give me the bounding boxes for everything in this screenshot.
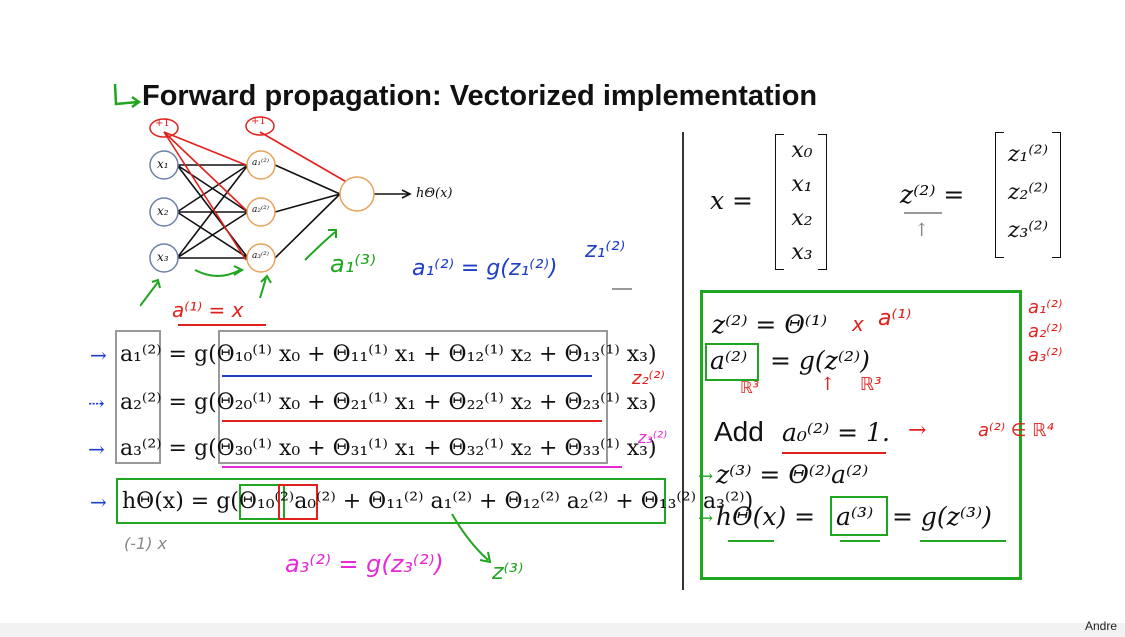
z-vector-left-bracket <box>995 132 1004 258</box>
hidden-node-a1-label: a₁⁽²⁾ <box>252 158 270 168</box>
z-vector-entry: z₃⁽²⁾ <box>1007 218 1049 243</box>
input-node-x2-label: x₂ <box>157 204 169 218</box>
equation-row-a2: ⇢ <box>88 391 105 415</box>
step-h-g: = g(z⁽³⁾) <box>892 502 992 531</box>
annotation-a-list-item: a₂⁽²⁾ <box>1028 321 1063 342</box>
output-label: hΘ(x) <box>416 186 453 201</box>
neural-network-diagram <box>140 116 412 307</box>
annotation-r3-b: ℝ³ <box>860 374 882 395</box>
arrow-icon: → <box>88 437 105 461</box>
annotation-a2-1-equals-g: a₁⁽²⁾ = g(z₁⁽²⁾) <box>412 256 558 281</box>
annotation-z3: z⁽³⁾ <box>492 560 524 585</box>
z-vector-right-bracket <box>1052 132 1061 258</box>
annotation-x-strike: x <box>852 312 864 336</box>
x-vector-entry: x₂ <box>791 206 813 231</box>
linear-combination-box <box>218 330 608 464</box>
activation-box <box>115 330 161 464</box>
annotation-a2-3-equals-g: a₃⁽²⁾ = g(z₃⁽²⁾) <box>285 550 444 578</box>
annotation-a1-red: a⁽¹⁾ <box>878 306 912 331</box>
arrow-icon: → <box>90 490 107 514</box>
equation-a1: a₁⁽²⁾ = g(Θ₁₀⁽¹⁾ x₀ + Θ₁₁⁽¹⁾ x₁ + Θ₁₂⁽¹⁾… <box>120 342 657 367</box>
step-z3: z⁽³⁾ = Θ⁽²⁾a⁽²⁾ <box>716 460 869 489</box>
arrow-icon: ⇢ <box>88 391 105 415</box>
equation-row-a3: → <box>88 437 105 461</box>
step-h: hΘ(x) = <box>716 502 816 531</box>
page-title: Forward propagation: Vectorized implemen… <box>142 80 818 112</box>
annotation-a3-1: a₁⁽³⁾ <box>330 250 376 278</box>
equation-a2: a₂⁽²⁾ = g(Θ₂₀⁽¹⁾ x₀ + Θ₂₁⁽¹⁾ x₁ + Θ₂₂⁽¹⁾… <box>120 390 657 415</box>
a0-underline <box>782 452 886 454</box>
x-vector-right-bracket <box>818 134 827 270</box>
x-vector-entry: x₃ <box>791 240 813 265</box>
up-arrow-icon: ↑ <box>914 220 930 241</box>
right-arrow-icon: → <box>908 418 927 443</box>
annotation-z2-3: z₃⁽²⁾ <box>638 428 668 447</box>
hidden-node-a2-label: a₂⁽²⁾ <box>252 205 270 215</box>
a3-underline <box>840 540 880 542</box>
input-node-x1-label: x₁ <box>157 157 169 171</box>
g-underline <box>920 540 1006 542</box>
z-vector-entry: z₂⁽²⁾ <box>1007 180 1049 205</box>
output-equation-box <box>116 478 666 524</box>
up-arrow-icon: ↑ <box>820 374 836 395</box>
step-a0-eq: a₀⁽²⁾ = 1. <box>782 418 890 447</box>
z-vector-entry: z₁⁽²⁾ <box>1007 142 1049 167</box>
annotation-gray-dash <box>612 288 632 290</box>
equation-row-a1: → <box>90 343 107 367</box>
green-check-arrow-icon <box>113 83 142 109</box>
annotation-r3-a: ℝ³ <box>740 378 760 397</box>
author-tag: Andre <box>1084 619 1117 633</box>
bias-node-2-label: +1 <box>251 116 266 127</box>
annotation-a-list-item: a₁⁽²⁾ <box>1028 297 1063 318</box>
x-vector-left-bracket <box>775 134 784 270</box>
annotation-a-list: a₁⁽²⁾ a₂⁽²⁾ a₃⁽²⁾ <box>1028 296 1062 368</box>
equation-a3: a₃⁽²⁾ = g(Θ₃₀⁽¹⁾ x₀ + Θ₃₁⁽¹⁾ x₁ + Θ₃₂⁽¹⁾… <box>120 436 657 461</box>
annotation-z2-1: z₁⁽²⁾ <box>585 238 625 263</box>
step-z2: z⁽²⁾ = Θ⁽¹⁾ <box>712 310 828 339</box>
a3-boxed-text: a⁽³⁾ <box>836 502 874 531</box>
annotation-a2-in-r4: a⁽²⁾ ∈ ℝ⁴ <box>978 420 1054 441</box>
z-vector: z₁⁽²⁾ z₂⁽²⁾ z₃⁽²⁾ <box>1004 136 1052 250</box>
a0-red-box <box>278 484 318 520</box>
a2-boxed <box>705 343 759 381</box>
annotation-underline-red <box>178 324 266 326</box>
output-row-arrow: → <box>90 490 107 514</box>
x-vector-entry: x₁ <box>791 172 813 197</box>
input-node-x3-label: x₃ <box>157 250 169 264</box>
annotation-a1-equals-x: a⁽¹⁾ = x <box>172 298 244 322</box>
underline-blue <box>222 375 592 377</box>
footer-bar <box>0 623 1125 637</box>
z2-underline <box>904 212 942 214</box>
x-vector-entry: x₀ <box>791 138 813 163</box>
step-add-label: Add <box>714 416 764 447</box>
x-equals-label: x = <box>710 186 753 215</box>
equation-h: hΘ(x) = g(Θ₁₀⁽²⁾a₀⁽²⁾ + Θ₁₁⁽²⁾ a₁⁽²⁾ + Θ… <box>122 489 754 514</box>
theta-a-box <box>239 484 285 520</box>
a2-boxed-text: a⁽²⁾ <box>710 346 748 375</box>
arrow-icon: → <box>698 466 714 487</box>
hidden-node-a3-label: a₃⁽²⁾ <box>252 251 270 261</box>
annotation-minus1-x: (-1) x <box>124 534 167 553</box>
x-vector: x₀ x₁ x₂ x₃ <box>786 134 818 270</box>
annotation-z2-2: z₂⁽²⁾ <box>632 368 665 389</box>
a3-boxed <box>830 496 888 536</box>
h-underline <box>728 540 774 542</box>
green-arrow-icon <box>451 513 492 564</box>
bias-node-1-label: +1 <box>155 118 170 129</box>
step-a2-eq: = g(z⁽²⁾) <box>770 346 870 375</box>
annotation-a-list-item: a₃⁽²⁾ <box>1028 345 1063 366</box>
vertical-divider <box>682 132 684 590</box>
arrow-icon: → <box>90 343 107 367</box>
underline-magenta <box>222 466 622 468</box>
arrow-icon: → <box>698 508 714 529</box>
underline-red <box>222 420 602 422</box>
vectorized-steps-box <box>700 290 1022 580</box>
z2-equals-label: z⁽²⁾ = <box>900 180 965 209</box>
